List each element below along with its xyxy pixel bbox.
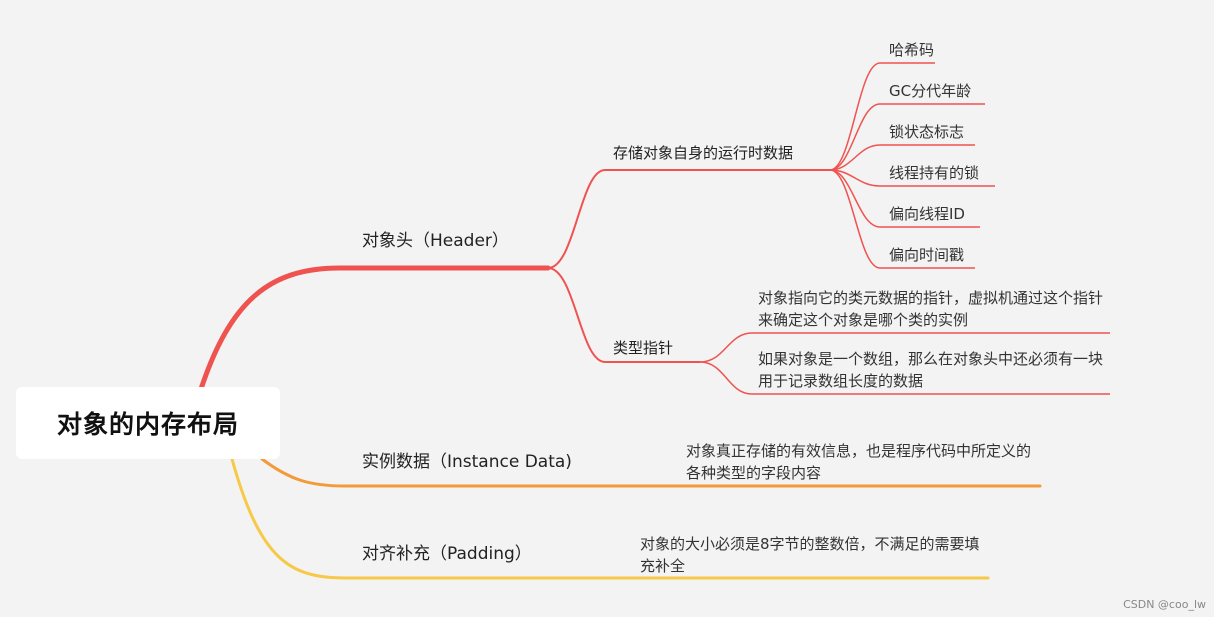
note-klass-pointer[interactable]: 对象指向它的类元数据的指针，虚拟机通过这个指针来确定这个对象是哪个类的实例 [758, 289, 1104, 329]
leaf-bias-timestamp[interactable]: 偏向时间戳 [889, 246, 965, 264]
markword-leaf-connectors [829, 62, 995, 269]
connector-header-klass [547, 267, 700, 363]
leaf-lock-flag[interactable]: 锁状态标志 [889, 123, 965, 141]
leaf-gc-age[interactable]: GC分代年龄 [889, 82, 972, 100]
klass-note-connectors [699, 332, 1110, 395]
node-klass-label[interactable]: 类型指针 [613, 339, 674, 357]
node-markword-label[interactable]: 存储对象自身的运行时数据 [613, 144, 794, 162]
connector-header-markword [547, 169, 830, 269]
note-instance-data[interactable]: 对象真正存储的有效信息，也是程序代码中所定义的各种类型的字段内容 [686, 442, 1032, 482]
branch-instance-label[interactable]: 实例数据（Instance Data) [362, 452, 572, 472]
root-node[interactable]: 对象的内存布局 [16, 387, 280, 459]
watermark: CSDN @coo_lw [1123, 598, 1206, 611]
connector-root-padding [230, 457, 990, 580]
leaf-thread-lock[interactable]: 线程持有的锁 [889, 164, 980, 182]
root-label: 对象的内存布局 [56, 410, 239, 439]
connector-root-header [197, 265, 551, 395]
branch-padding-label[interactable]: 对齐补充（Padding） [362, 544, 532, 564]
connector-root-instance [260, 457, 1042, 488]
note-array-length[interactable]: 如果对象是一个数组，那么在对象头中还必须有一块用于记录数组长度的数据 [758, 350, 1104, 390]
leaf-hashcode[interactable]: 哈希码 [889, 41, 935, 59]
note-padding[interactable]: 对象的大小必须是8字节的整数倍，不满足的需要填充补全 [640, 535, 980, 575]
branch-header-label[interactable]: 对象头（Header） [362, 231, 509, 251]
leaf-bias-thread-id[interactable]: 偏向线程ID [889, 205, 965, 223]
